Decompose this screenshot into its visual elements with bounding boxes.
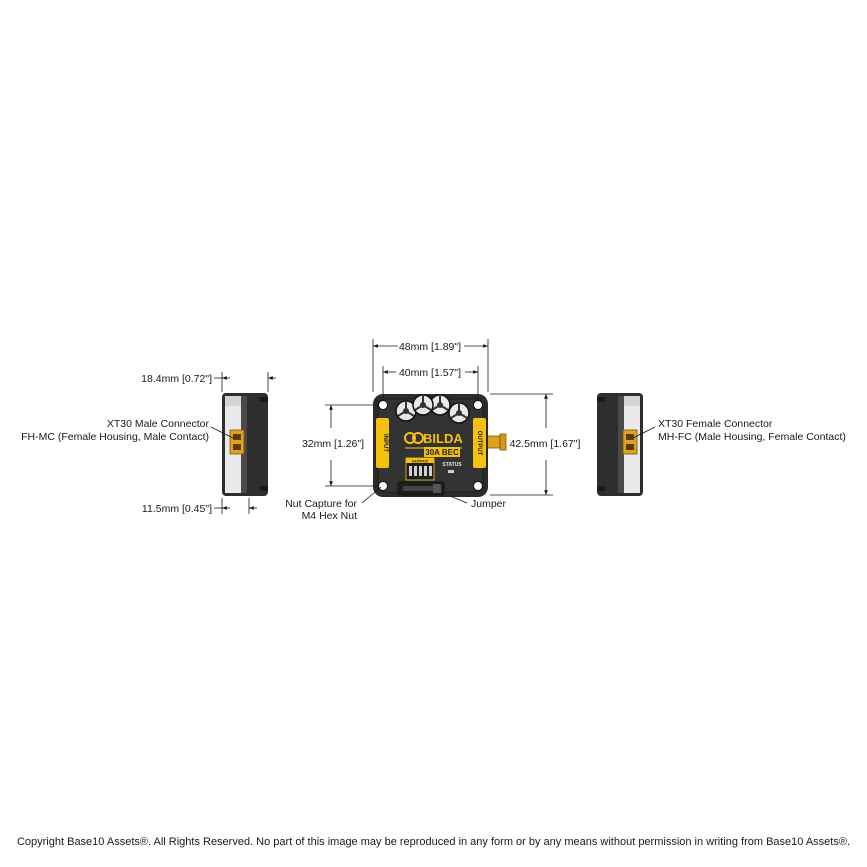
- side-depth-label: 18.4mm [0.72"]: [141, 373, 212, 385]
- female-connector-label-2: MH-FC (Male Housing, Female Contact): [658, 431, 846, 443]
- gobilda-logo: BILDA: [404, 431, 463, 446]
- callout-female-connector: XT30 Female Connector MH-FC (Male Housin…: [632, 418, 846, 443]
- mounting-hole-tr: [473, 400, 483, 410]
- female-connector-label-1: XT30 Female Connector: [658, 418, 773, 430]
- height-holes-label: 32mm [1.26"]: [302, 438, 364, 450]
- xt30-male-connector: [229, 429, 245, 455]
- front-view: INPUT OUTPUT BILDA: [373, 394, 507, 497]
- fan-icon: [395, 400, 417, 422]
- callout-male-connector: XT30 Male Connector FH-MC (Female Housin…: [21, 418, 234, 443]
- dim-side-depth: 18.4mm [0.72"]: [141, 372, 276, 392]
- output-strip: [473, 418, 486, 468]
- copyright-footer: Copyright Base10 Assets®. All Rights Res…: [16, 836, 851, 848]
- male-connector-label-1: XT30 Male Connector: [107, 418, 210, 430]
- dim-connector-offset: 11.5mm [0.45"]: [142, 498, 257, 515]
- input-label: INPUT: [382, 434, 388, 452]
- nut-capture-label-1: Nut Capture for: [285, 498, 357, 510]
- male-connector-label-2: FH-MC (Female Housing, Male Contact): [21, 431, 209, 443]
- connector-offset-label: 11.5mm [0.45"]: [142, 503, 212, 515]
- fan-icon: [412, 394, 434, 416]
- dim-width-overall: 48mm [1.89"]: [372, 339, 489, 392]
- input-strip: [376, 418, 389, 468]
- output-label: OUTPUT: [476, 431, 482, 456]
- mounting-hole-br: [473, 481, 483, 491]
- brand-label: BILDA: [423, 431, 463, 446]
- dim-height-holes: 32mm [1.26"]: [302, 404, 378, 487]
- fan-icon: [448, 402, 470, 424]
- callout-jumper: Jumper: [449, 495, 507, 510]
- dim-height-overall: 42.5mm [1.67"]: [490, 393, 581, 496]
- jumper-label: Jumper: [471, 498, 507, 510]
- width-holes-label: 40mm [1.57"]: [399, 367, 461, 379]
- height-overall-label: 42.5mm [1.67"]: [510, 438, 581, 450]
- jumper: [433, 484, 441, 493]
- mounting-hole-bl: [378, 481, 388, 491]
- status-led: [448, 470, 454, 473]
- model-label: 30A BEC: [425, 448, 459, 457]
- dim-width-holes: 40mm [1.57"]: [382, 366, 479, 399]
- callout-nut-capture: Nut Capture for M4 Hex Nut: [285, 486, 382, 522]
- width-overall-label: 48mm [1.89"]: [399, 341, 461, 353]
- output-connector: [485, 433, 507, 451]
- left-side-view: [222, 393, 268, 496]
- nut-capture-label-2: M4 Hex Nut: [302, 510, 358, 522]
- mounting-hole-tl: [378, 400, 388, 410]
- output-panel-label: OUTPUT: [412, 459, 429, 464]
- status-label: STATUS: [442, 462, 462, 468]
- xt30-female-connector: [622, 429, 638, 455]
- right-side-view: [597, 393, 643, 496]
